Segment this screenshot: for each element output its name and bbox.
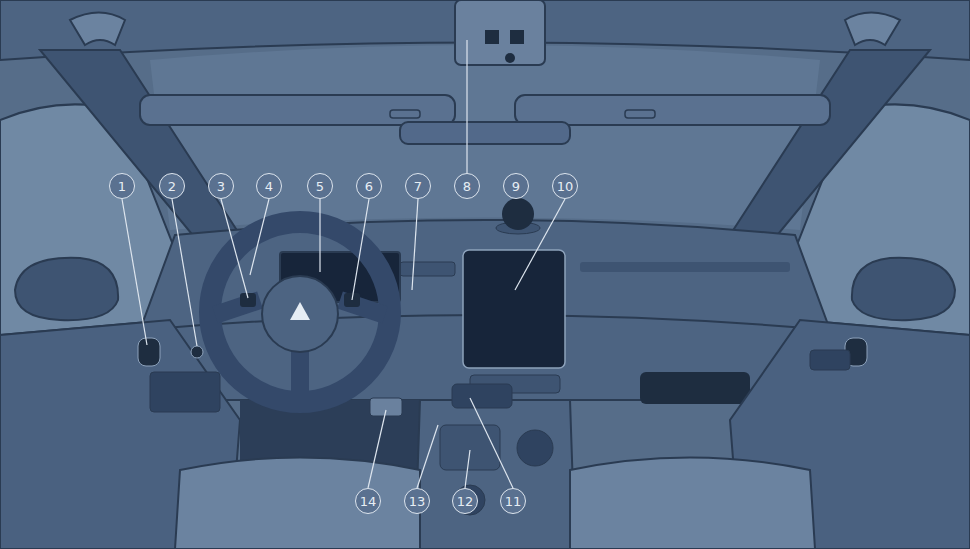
callout-circle: 14 bbox=[355, 488, 381, 514]
wireless-charger bbox=[440, 425, 500, 470]
door-handle bbox=[138, 338, 160, 366]
brake-pedal bbox=[370, 398, 402, 416]
leader-line bbox=[319, 199, 320, 272]
logo bbox=[290, 302, 310, 320]
callout-number: 5 bbox=[316, 180, 324, 193]
visor-clip bbox=[390, 110, 420, 118]
callout-circle: 10 bbox=[552, 173, 578, 199]
camera bbox=[502, 198, 534, 230]
callout-number: 8 bbox=[463, 180, 471, 193]
callout-circle: 12 bbox=[452, 488, 478, 514]
gear-selector bbox=[452, 384, 512, 408]
callout-number: 9 bbox=[512, 180, 520, 193]
overhead-button bbox=[510, 30, 524, 44]
callout-number: 14 bbox=[360, 495, 377, 508]
callout-circle: 8 bbox=[454, 173, 480, 199]
air-vent bbox=[400, 262, 455, 276]
window-switch bbox=[810, 350, 850, 370]
rearview-mirror bbox=[400, 122, 570, 144]
mirror-switch bbox=[191, 346, 203, 358]
steering-hub bbox=[262, 276, 338, 352]
left-mirror bbox=[15, 258, 118, 320]
leader-line bbox=[465, 450, 470, 488]
leader-line bbox=[221, 199, 248, 298]
right-mirror bbox=[852, 258, 955, 320]
wheel-buttons bbox=[240, 293, 256, 307]
callout-circle: 7 bbox=[405, 173, 431, 199]
leader-line bbox=[466, 40, 467, 173]
windshield bbox=[150, 45, 820, 230]
passenger-seat bbox=[570, 458, 815, 549]
glovebox-handle bbox=[640, 372, 750, 404]
callout-number: 3 bbox=[217, 180, 225, 193]
callout-circle: 4 bbox=[256, 173, 282, 199]
sun-visor bbox=[515, 95, 830, 125]
grab-handle bbox=[845, 13, 900, 46]
sun-visor bbox=[140, 95, 455, 125]
callout-number: 7 bbox=[414, 180, 422, 193]
right-a-pillar bbox=[730, 50, 930, 250]
callout-number: 4 bbox=[265, 180, 273, 193]
callout-number: 10 bbox=[557, 180, 574, 193]
callout-number: 1 bbox=[118, 180, 126, 193]
center-screen bbox=[463, 250, 565, 368]
leader-line bbox=[250, 199, 269, 275]
window-switches bbox=[150, 372, 220, 412]
callout-number: 6 bbox=[365, 180, 373, 193]
leader-line bbox=[352, 199, 369, 300]
center-console bbox=[415, 400, 575, 549]
callout-circle: 13 bbox=[404, 488, 430, 514]
leader-line bbox=[515, 199, 565, 290]
cup-holder bbox=[517, 430, 553, 466]
left-a-pillar bbox=[40, 50, 240, 250]
driver-seat bbox=[175, 458, 420, 549]
callout-circle: 5 bbox=[307, 173, 333, 199]
visor-clip bbox=[625, 110, 655, 118]
callout-number: 12 bbox=[457, 495, 474, 508]
callout-circle: 1 bbox=[109, 173, 135, 199]
callout-circle: 9 bbox=[503, 173, 529, 199]
leader-line bbox=[470, 398, 513, 488]
overhead-console bbox=[455, 0, 545, 65]
overhead-microphone bbox=[505, 53, 515, 63]
callout-number: 11 bbox=[505, 495, 522, 508]
callout-circle: 3 bbox=[208, 173, 234, 199]
callout-circle: 6 bbox=[356, 173, 382, 199]
grab-handle bbox=[70, 13, 125, 46]
overhead-button bbox=[485, 30, 499, 44]
callout-circle: 11 bbox=[500, 488, 526, 514]
callout-number: 13 bbox=[409, 495, 426, 508]
leader-line bbox=[412, 199, 418, 290]
leader-line bbox=[417, 425, 438, 488]
callout-number: 2 bbox=[168, 180, 176, 193]
air-vent bbox=[580, 262, 790, 272]
leader-line bbox=[368, 410, 386, 488]
steering-wheel bbox=[210, 222, 390, 402]
leader-line bbox=[172, 199, 197, 346]
callout-circle: 2 bbox=[159, 173, 185, 199]
leader-line bbox=[122, 199, 147, 345]
leader-lines bbox=[122, 40, 565, 488]
